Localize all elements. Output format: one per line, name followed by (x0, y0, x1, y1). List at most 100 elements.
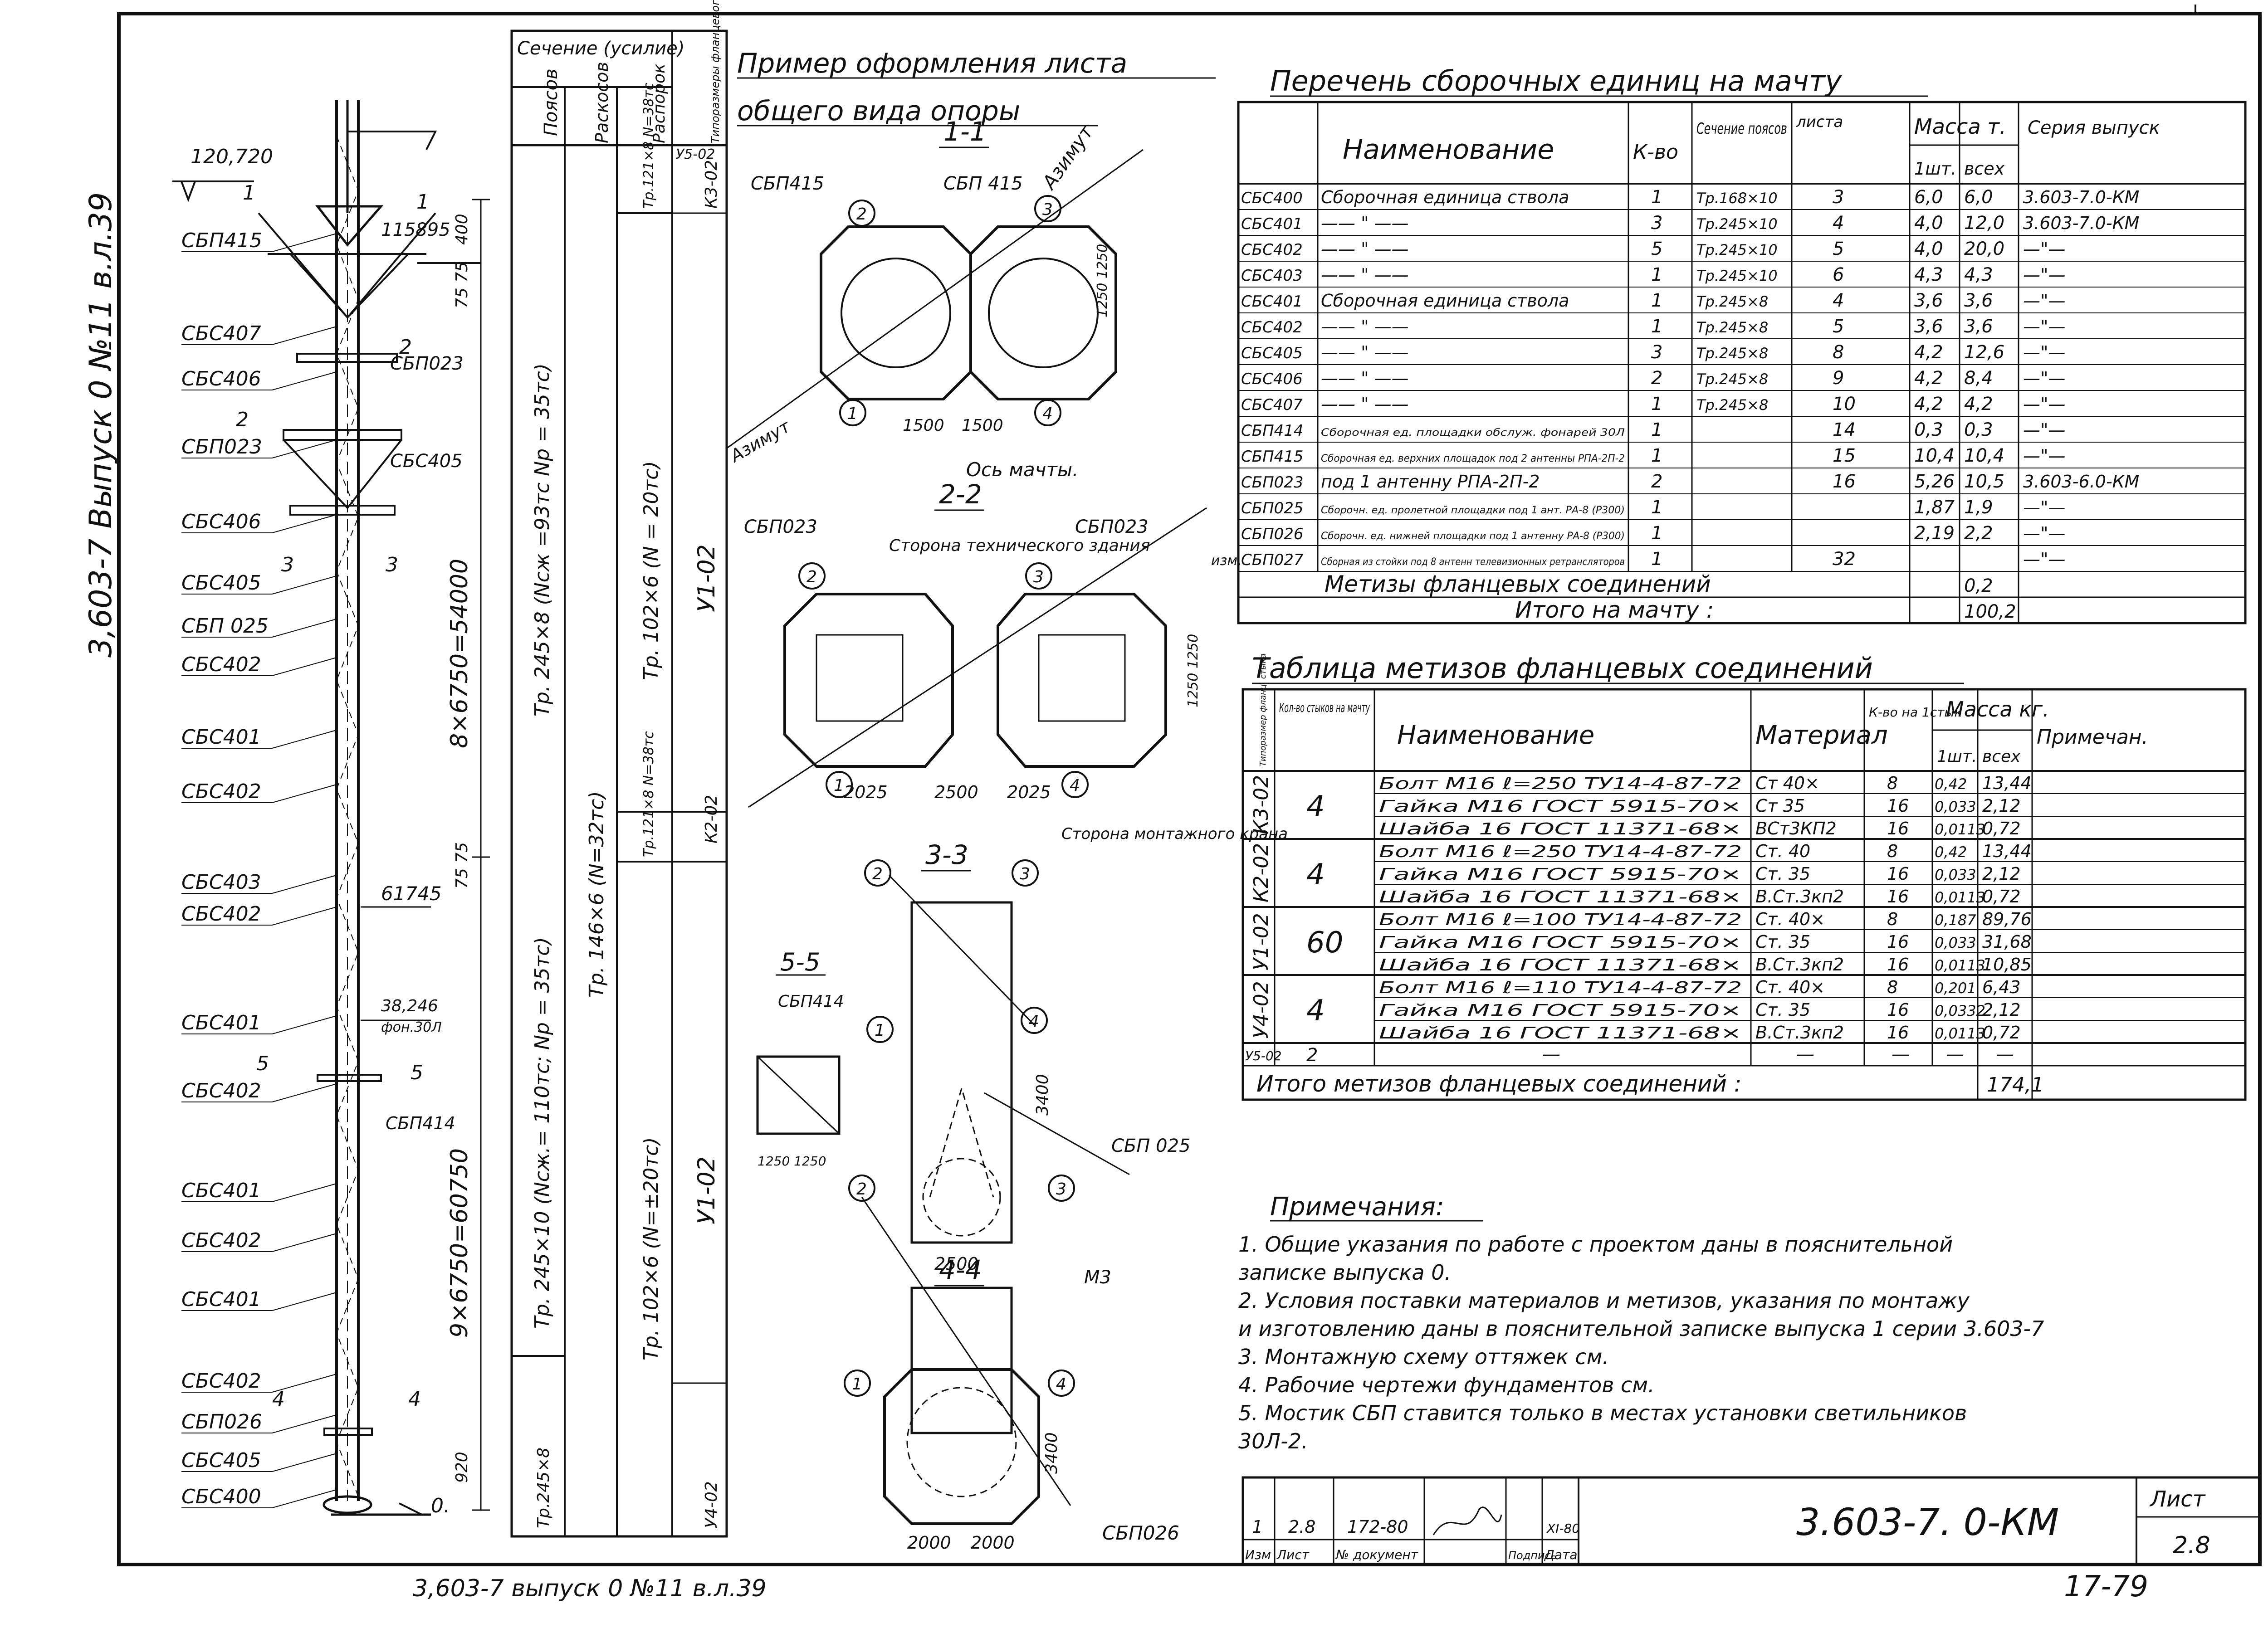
asm-mass1-12: 1,87 (1914, 497, 1955, 518)
asm-qty-2: 5 (1651, 239, 1662, 259)
node-circle (1048, 1175, 1075, 1202)
mz-total-mass: 174,1 (1987, 1073, 2044, 1097)
d1250-5: 1250 1250 (758, 1154, 826, 1169)
node-circle (1034, 195, 1061, 222)
mz-h-note: Примечан. (2037, 726, 2148, 749)
right-label-sbs405: СБС405 (390, 451, 463, 472)
azimut-1: Азимут (1037, 121, 1098, 194)
mz-m1-3-0: 0,201 (1935, 980, 1976, 997)
mz-name-1-0: Болт М16 ℓ=250 ТУ14-4-87-72 (1379, 843, 1742, 861)
asm-qty-8: 1 (1651, 394, 1662, 414)
node-circle (1025, 562, 1052, 590)
asm-sheet-14: 32 (1833, 549, 1856, 570)
mz-name-2-0: Болт М16 ℓ=100 ТУ14-4-87-72 (1379, 911, 1742, 929)
head-flange: Типоразмеры фланцевого стыка (709, 0, 722, 143)
asm-massall-8: 4,2 (1964, 394, 1993, 414)
note-line-2: 2. Условия поставки материалов и метизов… (1238, 1288, 1970, 1313)
asm-massall-4: 3,6 (1964, 290, 1993, 311)
mz-count-3: 4 (1306, 994, 1325, 1028)
asm-h-mass1: 1шт. (1914, 159, 1956, 179)
part-label-10: СБС403 (181, 871, 261, 894)
asm-sheet-8: 10 (1833, 394, 1856, 414)
right-label-sbp414: СБП414 (386, 1113, 455, 1133)
mz-u5-dash-1: — (1542, 1044, 1560, 1065)
mz-qty-1-0: 8 (1887, 841, 1898, 861)
section-head: Сечение (усилие) (517, 38, 684, 59)
asm-name-0: Сборочная единица ствола (1321, 187, 1569, 207)
mz-mall-0-0: 13,44 (1982, 773, 2032, 793)
label-5-5: 5-5 (780, 948, 820, 976)
asm-section-2: Тр.245×10 (1696, 241, 1778, 258)
mz-qty-2-0: 8 (1887, 909, 1898, 929)
mz-m1-3-1: 0,0332 (1935, 1002, 1985, 1019)
d3400-3: 3400 (1033, 1074, 1052, 1116)
mz-h-mat: Материал (1755, 721, 1888, 750)
d1500-b: 1500 (962, 416, 1003, 435)
asm-total-label: Итого на мачту : (1515, 597, 1714, 623)
part-label-6: СБП 025 (181, 614, 269, 638)
note-line-1: записке выпуска 0. (1238, 1260, 1451, 1285)
asm-qty-13: 1 (1651, 523, 1662, 544)
asm-mark-8: СБС407 (1241, 396, 1303, 414)
mz-u5-dash-5: — (1996, 1044, 2014, 1065)
part-label-4: СБС406 (181, 510, 261, 533)
rev-sheet: 2.8 (1288, 1517, 1315, 1537)
flange-u1-a: У1-02 (693, 544, 720, 612)
asm-qty-4: 1 (1651, 290, 1662, 311)
asm-series-11: 3.603-6.0-КМ (2023, 472, 2139, 492)
m3: М3 (1084, 1267, 1111, 1288)
node-circle-num-6: 3 (1033, 568, 1044, 586)
asm-mark-1: СБС401 (1241, 215, 1303, 233)
asm-name-3: —— " —— (1321, 265, 1409, 285)
node-circle-num-1: 2 (856, 205, 867, 224)
part-label-0: СБП415 (181, 229, 262, 252)
dim-upper: 8×6750=54000 (446, 559, 473, 748)
mz-qty-1-2: 16 (1887, 887, 1909, 907)
title-block: 1 2.8 172-80 XI-80 Изм Лист № документ П… (1242, 1476, 2261, 1566)
belt-bottom: Тр.245×8 (534, 1448, 553, 1528)
node-circle-num-4: 1 (834, 776, 844, 795)
label-1-1: 1-1 (943, 116, 987, 147)
d3400-4: 3400 (1042, 1432, 1061, 1474)
node-circle-num-2: 3 (1042, 200, 1053, 219)
asm-section-7: Тр.245×8 (1696, 370, 1768, 388)
asm-section-1: Тр.245×10 (1696, 215, 1778, 233)
mast-axis-label: Ось мачты. (966, 458, 1078, 481)
part-label-20: СБС400 (181, 1485, 261, 1508)
asm-massall-6: 12,6 (1964, 342, 2004, 363)
sbp415-a: СБП415 (751, 173, 824, 194)
mz-mat-1-0: Ст. 40 (1755, 841, 1810, 861)
mz-mall-2-1: 31,68 (1982, 932, 2032, 952)
notes: Примечания: 1. Общие указания по работе … (1238, 1192, 2044, 1453)
mz-h-name: Наименование (1397, 721, 1594, 750)
mz-mall-0-1: 2,12 (1982, 796, 2021, 816)
asm-series-14: —"— (2023, 549, 2065, 569)
asm-mark-3: СБС403 (1241, 267, 1303, 285)
asm-qty-0: 1 (1651, 187, 1662, 208)
elev-top: 120,720 (191, 145, 273, 168)
mast-elevation: 120,720 1 1 115895 61745 38,246 фон.30Л … (172, 100, 490, 1517)
asm-series-13: —"— (2023, 523, 2065, 543)
part-label-8: СБС401 (181, 726, 261, 749)
asm-mark-0: СБС400 (1241, 189, 1303, 207)
d2025-b: 2025 (1007, 782, 1051, 802)
example-sections: Пример оформления листа общего вида опор… (725, 48, 1288, 1553)
mz-mat-2-1: Ст. 35 (1755, 932, 1810, 952)
part-label-5: СБС405 (181, 571, 261, 595)
section-3-right: 3 (386, 553, 398, 576)
mz-m1-3-2: 0,0113 (1935, 1025, 1985, 1042)
asm-sheet-3: 6 (1833, 264, 1844, 285)
asm-series-4: —"— (2023, 291, 2065, 311)
elev-4: 38,246 (381, 997, 438, 1015)
belt-upper: Тр. 245×8 (Nсж =93тс Nр = 35тс) (531, 363, 554, 717)
mz-count-0: 4 (1306, 790, 1325, 824)
mz-name-3-2: Шайба 16 ГОСТ 11371-68× (1379, 1024, 1742, 1043)
mz-mall-1-0: 13,44 (1982, 841, 2032, 861)
asm-mass1-6: 4,2 (1914, 342, 1943, 363)
d2000-b: 2000 (971, 1533, 1015, 1553)
asm-series-10: —"— (2023, 446, 2065, 466)
d2000-a: 2000 (907, 1533, 951, 1553)
rev-change: 1 (1252, 1517, 1263, 1537)
section-2-right: 2 (399, 336, 412, 359)
mz-mall-2-2: 10,85 (1982, 955, 2032, 975)
